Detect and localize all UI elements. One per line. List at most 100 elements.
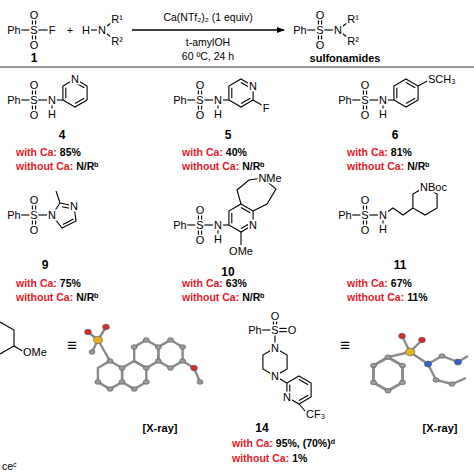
compound-number: 10 xyxy=(221,266,234,278)
atom-label: N xyxy=(378,210,388,221)
atom-label: Ph xyxy=(337,95,352,106)
atom-label: N xyxy=(378,95,388,106)
condition-label: with Ca: xyxy=(182,277,223,289)
yield-value: N/Rᵇ xyxy=(242,291,264,303)
yield-line: with Ca:67% xyxy=(347,278,412,289)
footnote-text: ceᶜ xyxy=(2,461,17,472)
bond-line xyxy=(63,219,74,225)
atom-label: O xyxy=(29,10,40,21)
condition-label: with Ca: xyxy=(16,277,57,289)
atom-label: N xyxy=(282,392,292,403)
atom-label: N xyxy=(69,201,79,212)
atom-ellipse xyxy=(155,345,161,350)
condition-label: without Ca: xyxy=(347,291,404,303)
atom-ellipse xyxy=(385,389,391,394)
bond-line xyxy=(56,191,60,203)
bond-line xyxy=(371,354,456,393)
atom-label: Ph xyxy=(172,220,187,231)
atom-label: O xyxy=(195,235,206,246)
atom-label: N xyxy=(248,81,258,92)
yield-line: without Ca:N/Rᵇ xyxy=(347,161,429,172)
bond-line xyxy=(240,232,241,245)
condition-label: without Ca: xyxy=(182,291,239,303)
atom-label: S xyxy=(315,25,324,36)
condition-label: with Ca: xyxy=(16,146,57,158)
atom-ellipse xyxy=(385,355,391,360)
atom-ellipse xyxy=(439,354,445,359)
atom-ellipse xyxy=(400,363,406,368)
atom-label: H xyxy=(47,109,57,120)
atom-label: OMe xyxy=(228,246,254,257)
atom-label: N xyxy=(333,25,343,36)
yield-line: with Ca:40% xyxy=(182,147,247,158)
atom-ellipse xyxy=(168,366,174,371)
atom-ellipse xyxy=(95,380,101,385)
atom-ellipse xyxy=(424,361,431,367)
condition-text: + xyxy=(66,25,74,36)
atom-ellipse xyxy=(400,380,406,385)
condition-label: without Ca: xyxy=(16,291,73,303)
xray-structure xyxy=(85,324,203,391)
atom-ellipse xyxy=(449,382,455,387)
yield-line: without Ca:N/Rᵇ xyxy=(16,292,98,303)
atom-label: O xyxy=(360,110,371,121)
atom-label: S xyxy=(360,210,369,221)
atom-label: Ph xyxy=(247,325,262,336)
atom-ellipse xyxy=(119,366,125,371)
atom-label: OMe xyxy=(22,347,48,358)
atom-label: O xyxy=(195,110,206,121)
atom-label: O xyxy=(360,225,371,236)
atom-label: N xyxy=(70,74,80,85)
yield-value: 95%, (70%)ᵈ xyxy=(276,437,335,449)
atom-label: O xyxy=(195,205,206,216)
yield-value: N/Rᵇ xyxy=(76,160,98,172)
bond-line xyxy=(158,340,182,368)
atom-label: N xyxy=(97,25,107,36)
compound-number: 9 xyxy=(42,259,49,271)
atom-label: O xyxy=(360,80,371,91)
yield-value: 40% xyxy=(226,146,247,158)
atom-ellipse xyxy=(399,333,406,339)
atom-label: H xyxy=(378,109,388,120)
atom-ellipse xyxy=(143,366,149,371)
atom-ellipse xyxy=(143,338,149,343)
bond-line xyxy=(373,357,402,391)
atom-label: CF₃ xyxy=(305,409,326,420)
condition-label: with Ca: xyxy=(182,146,223,158)
yield-line: without Ca:1% xyxy=(232,453,307,464)
caption-text: [X-ray] xyxy=(143,423,178,434)
atom-ellipse xyxy=(85,329,92,335)
atom-label: Ph xyxy=(337,210,352,221)
atom-label: R¹ xyxy=(110,14,124,25)
atom-label: O xyxy=(270,311,281,322)
condition-label: with Ca: xyxy=(232,437,273,449)
yield-line: with Ca:75% xyxy=(16,278,81,289)
bond-lines xyxy=(0,15,474,412)
yield-value: 11% xyxy=(407,291,427,303)
atom-ellipse xyxy=(191,365,198,371)
atom-ellipse xyxy=(131,345,137,350)
atom-label: N xyxy=(47,95,57,106)
atom-label: S xyxy=(29,25,38,36)
atom-label: Ph xyxy=(172,95,187,106)
atom-label: O xyxy=(287,325,298,336)
atom-label: S xyxy=(270,325,279,336)
atom-label: SCH₃ xyxy=(427,74,457,85)
atom-label: O xyxy=(29,195,40,206)
xray-structure xyxy=(371,333,469,393)
yield-value: 63% xyxy=(226,277,247,289)
equivalence-sign: ≡ xyxy=(340,337,350,354)
atom-label: N xyxy=(270,371,280,382)
yield-value: 81% xyxy=(391,146,412,158)
atom-label: F xyxy=(262,103,271,114)
compound-number: 6 xyxy=(392,129,399,141)
condition-label: without Ca: xyxy=(16,160,73,172)
atom-label: Ph xyxy=(292,25,307,36)
atom-label: H xyxy=(213,234,223,245)
compound-number: 4 xyxy=(59,129,66,141)
bond-line xyxy=(89,338,203,392)
atom-ellipse xyxy=(103,324,110,330)
atom-ellipse xyxy=(371,380,377,385)
compound-number: 5 xyxy=(225,129,232,141)
